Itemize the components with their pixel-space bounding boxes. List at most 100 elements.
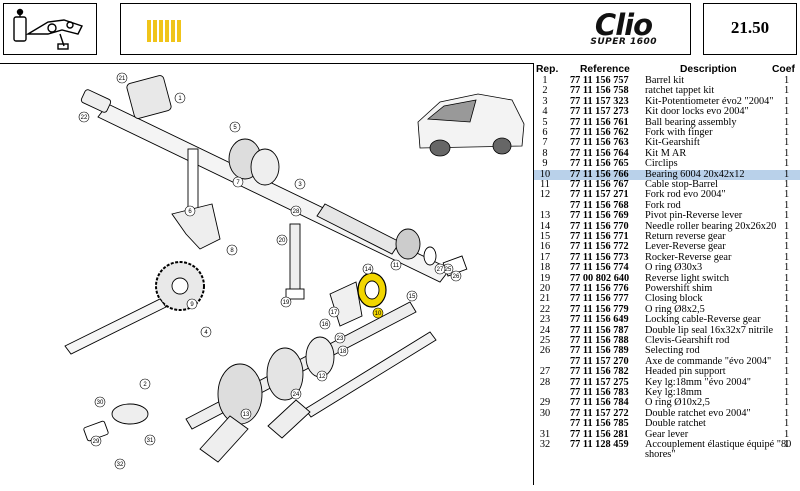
coef-cell: 1: [784, 210, 790, 222]
coef-cell: 1: [784, 116, 790, 128]
rep-cell: 8: [542, 147, 548, 159]
rep-cell: 22: [539, 303, 551, 315]
description-cell: Axe de commande "évo 2004": [645, 355, 772, 367]
rep-cell: 31: [539, 428, 551, 440]
rep-cell: 7: [542, 137, 548, 149]
rep-cell: 13: [539, 210, 551, 222]
coef-cell: 1: [784, 283, 790, 294]
gearshift-mechanism-icon: [13, 8, 83, 50]
rep-cell: 15: [539, 231, 551, 242]
reference-cell: 77 11 156 772: [570, 241, 629, 253]
description-cell: Key lg:18mm "évo 2004": [645, 376, 751, 388]
description-cell: Barrel kit: [645, 75, 685, 86]
description-cell: Double ratchet evo 2004": [645, 407, 751, 419]
coef-cell: 1: [784, 168, 790, 180]
description-cell: Kit-Potentiometer évo2 "2004": [645, 95, 774, 107]
reference-cell: 77 11 156 774: [570, 262, 629, 274]
reference-cell: 77 11 157 273: [570, 106, 629, 118]
coef-cell: 1: [784, 397, 790, 409]
coef-cell: 1: [784, 376, 790, 388]
reference-cell: 77 11 156 281: [570, 428, 629, 440]
table-row[interactable]: shores": [534, 449, 800, 460]
svg-text:30: 30: [97, 400, 104, 406]
rep-cell: 25: [539, 335, 551, 346]
reference-cell: 77 11 157 275: [570, 376, 629, 388]
coef-cell: 1: [784, 189, 790, 201]
coef-cell: 1: [784, 355, 790, 367]
reference-cell: 77 11 156 785: [570, 418, 629, 430]
description-cell: O ring Ø8x2,5: [645, 303, 705, 315]
coef-cell: 1: [784, 241, 790, 253]
description-cell: Key lg:18mm: [645, 387, 702, 398]
rep-cell: 16: [539, 241, 551, 253]
svg-text:23: 23: [337, 336, 344, 342]
coef-cell: 1: [784, 262, 790, 274]
coef-cell: 1: [784, 137, 790, 149]
rep-cell: 23: [539, 314, 551, 326]
svg-text:3: 3: [298, 182, 302, 188]
svg-text:27: 27: [437, 267, 444, 273]
reference-cell: 77 11 156 766: [570, 168, 629, 180]
coef-cell: 1: [784, 335, 790, 346]
rep-cell: 18: [539, 262, 551, 274]
model-title-box: Clio SUPER 1600: [120, 3, 691, 55]
coef-cell: 1: [784, 387, 790, 398]
reference-cell: 77 11 156 649: [570, 314, 629, 326]
reference-cell: 77 11 156 763: [570, 137, 629, 149]
description-cell: Fork rod evo 2004": [645, 189, 726, 201]
coef-cell: 1: [784, 199, 790, 211]
reference-cell: 77 11 156 779: [570, 303, 629, 315]
description-cell: Double ratchet: [645, 418, 706, 430]
reference-cell: 77 11 156 787: [570, 324, 629, 336]
coef-cell: 1: [784, 147, 790, 159]
rep-cell: 1: [542, 75, 548, 86]
description-cell: Circlips: [645, 158, 678, 170]
description-cell: Selecting rod: [645, 345, 700, 357]
reference-cell: 77 11 156 762: [570, 127, 629, 138]
description-cell: ratchet tappet kit: [645, 85, 715, 97]
col-header-rep: Rep.: [536, 64, 559, 75]
rep-cell: 17: [539, 251, 551, 263]
rep-cell: 19: [539, 272, 551, 284]
description-cell: Fork with finger: [645, 127, 713, 138]
reference-cell: 77 11 156 777: [570, 293, 629, 305]
description-cell: Fork rod: [645, 199, 681, 211]
